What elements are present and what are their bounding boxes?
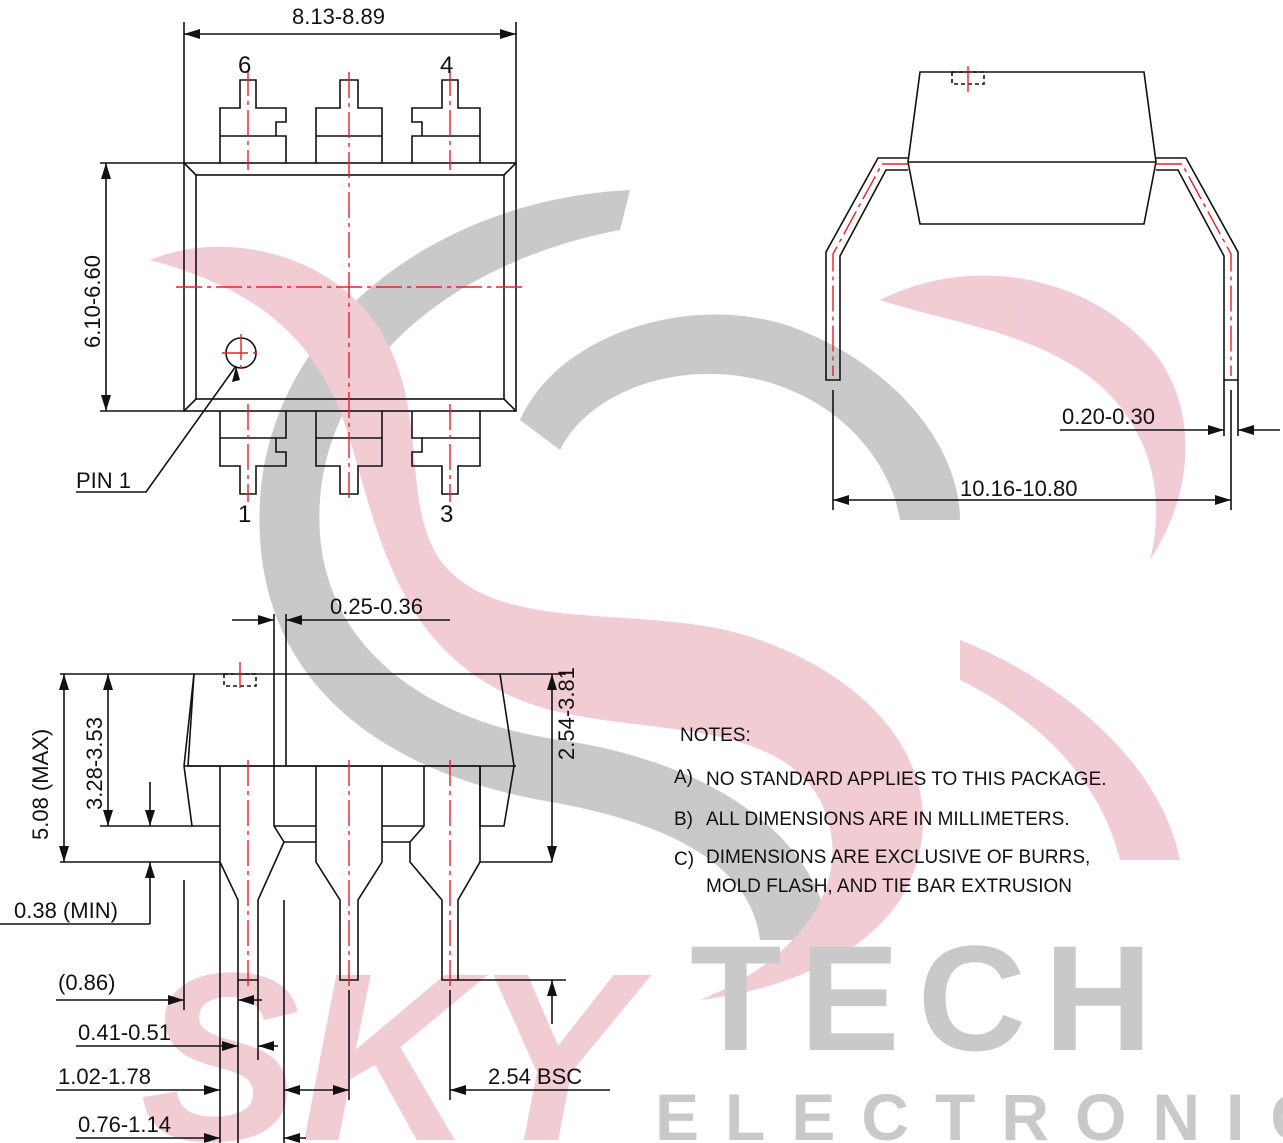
dim-ref-086: (0.86) xyxy=(58,970,115,995)
pin-label-1: 1 xyxy=(238,501,251,528)
dim-lead-gap: 0.25-0.36 xyxy=(330,594,423,619)
end-view-right-lead xyxy=(1156,157,1239,381)
note-b-label: B) xyxy=(674,809,693,830)
note-c-text-2: MOLD FLASH, AND TIE BAR EXTRUSION xyxy=(706,876,1072,897)
pin1-leader xyxy=(76,365,237,493)
dim-body-width: 6.10-6.60 xyxy=(80,255,105,348)
watermark-word-electronic: ELECTRONIC xyxy=(655,1080,1283,1143)
top-view-centerlines xyxy=(176,70,524,502)
top-pin-4 xyxy=(411,79,481,163)
end-view-body xyxy=(907,71,1157,225)
end-view-centerlines xyxy=(832,66,1232,376)
dim-seating-range: 2.54-3.81 xyxy=(554,667,579,760)
dim-lead-width: 0.41-0.51 xyxy=(78,1020,171,1045)
pin1-label: PIN 1 xyxy=(76,468,131,493)
note-a-text: NO STANDARD APPLIES TO THIS PACKAGE. xyxy=(706,769,1107,790)
dim-standoff: 0.38 (MIN) xyxy=(14,898,118,923)
watermark-pink-swoosh xyxy=(150,246,924,1000)
pin-label-4: 4 xyxy=(440,52,453,79)
dim-lead-span: 10.16-10.80 xyxy=(960,476,1077,501)
end-view-arrows xyxy=(833,425,1254,505)
watermark-gray-ring xyxy=(520,314,960,520)
dim-body-length: 8.13-8.89 xyxy=(292,4,385,29)
watermark-word-sky: SKY xyxy=(140,923,652,1143)
dim-pitch: 2.54 BSC xyxy=(488,1064,582,1089)
pin-label-3: 3 xyxy=(440,501,453,528)
end-view-left-lead xyxy=(825,157,908,381)
notes-title: NOTES: xyxy=(680,725,751,746)
note-c-label: C) xyxy=(674,849,694,870)
note-b-text: ALL DIMENSIONS ARE IN MILLIMETERS. xyxy=(706,809,1070,830)
note-a-label: A) xyxy=(674,767,693,788)
dim-shoulder-alt: 0.76-1.14 xyxy=(78,1112,171,1137)
watermark-pink-arc xyxy=(880,275,1186,560)
dim-overall-height: 5.08 (MAX) xyxy=(28,729,53,840)
side-view xyxy=(0,614,610,1143)
watermark-pink-tail xyxy=(960,640,1180,860)
dim-body-height: 3.28-3.53 xyxy=(82,717,107,810)
watermark-logo: SKY TECH ELECTRONIC xyxy=(140,190,1283,1143)
notes-block: NOTES: A) NO STANDARD APPLIES TO THIS PA… xyxy=(674,725,1107,897)
side-view-arrows xyxy=(59,615,557,1143)
top-pin-6 xyxy=(219,79,287,163)
end-view xyxy=(825,71,1280,510)
dim-lead-thickness: 0.20-0.30 xyxy=(1062,404,1155,429)
top-view-arrows xyxy=(101,29,516,411)
side-view-centerlines xyxy=(239,662,451,986)
note-c-text-1: DIMENSIONS ARE EXCLUSIVE OF BURRS, xyxy=(706,847,1090,868)
watermark-word-tech: TECH xyxy=(690,914,1170,1082)
side-view-lead-3 xyxy=(409,766,481,981)
pin-label-6: 6 xyxy=(238,52,251,79)
dim-shoulder-width: 1.02-1.78 xyxy=(58,1064,151,1089)
watermark-gray-swirl xyxy=(259,190,830,940)
bottom-pin-3 xyxy=(411,411,481,495)
